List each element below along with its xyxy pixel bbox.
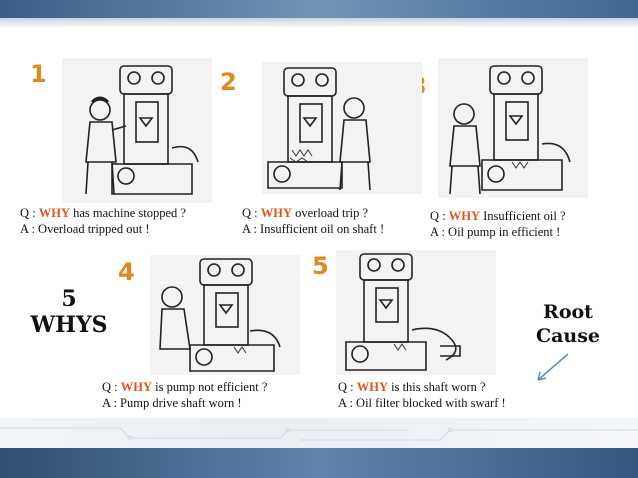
root-cause-arrow-icon <box>537 353 569 381</box>
root-cause-line2: Cause <box>535 325 601 347</box>
bottom-decor-band <box>0 418 638 448</box>
top-decor-bar <box>0 0 638 18</box>
step-3-question: Q : WHY Insufficient oil ? <box>430 209 566 223</box>
why-keyword: WHY <box>356 380 388 394</box>
step-1-question: Q : WHY has machine stopped ? <box>20 206 186 220</box>
five-whys-text: WHYS <box>30 312 108 338</box>
five-whys-label: 5 WHYS <box>14 286 124 338</box>
root-cause-line1: Root <box>543 301 593 323</box>
why-keyword: WHY <box>38 206 70 220</box>
step-5-answer: A : Oil filter blocked with swarf ! <box>338 396 506 410</box>
panel-3-illustration <box>438 58 588 198</box>
why-keyword: WHY <box>448 209 480 223</box>
bottom-decor-bar <box>0 448 638 478</box>
step-number-2: 2 <box>220 68 237 96</box>
panel-2-illustration <box>262 62 422 194</box>
five-whys-number: 5 <box>61 286 77 312</box>
why-keyword: WHY <box>120 380 152 394</box>
top-decor-shadow <box>0 18 638 28</box>
step-number-5: 5 <box>312 252 329 280</box>
root-cause-label: Root Cause <box>518 300 618 348</box>
panel-4-illustration <box>150 255 300 375</box>
step-3-answer: A : Oil pump in efficient ! <box>430 225 561 239</box>
step-5-question: Q : WHY is this shaft worn ? <box>338 380 486 394</box>
panel-1-illustration <box>62 58 212 203</box>
step-number-1: 1 <box>30 60 47 88</box>
step-4-answer: A : Pump drive shaft worn ! <box>102 396 242 410</box>
panel-5-illustration <box>336 250 496 375</box>
step-2-answer: A : Insufficient oil on shaft ! <box>242 222 385 236</box>
step-1-answer: A : Overload tripped out ! <box>20 222 150 236</box>
step-2-question: Q : WHY overload trip ? <box>242 206 369 220</box>
step-4-question: Q : WHY is pump not efficient ? <box>102 380 268 394</box>
step-number-4: 4 <box>118 258 135 286</box>
why-keyword: WHY <box>260 206 292 220</box>
